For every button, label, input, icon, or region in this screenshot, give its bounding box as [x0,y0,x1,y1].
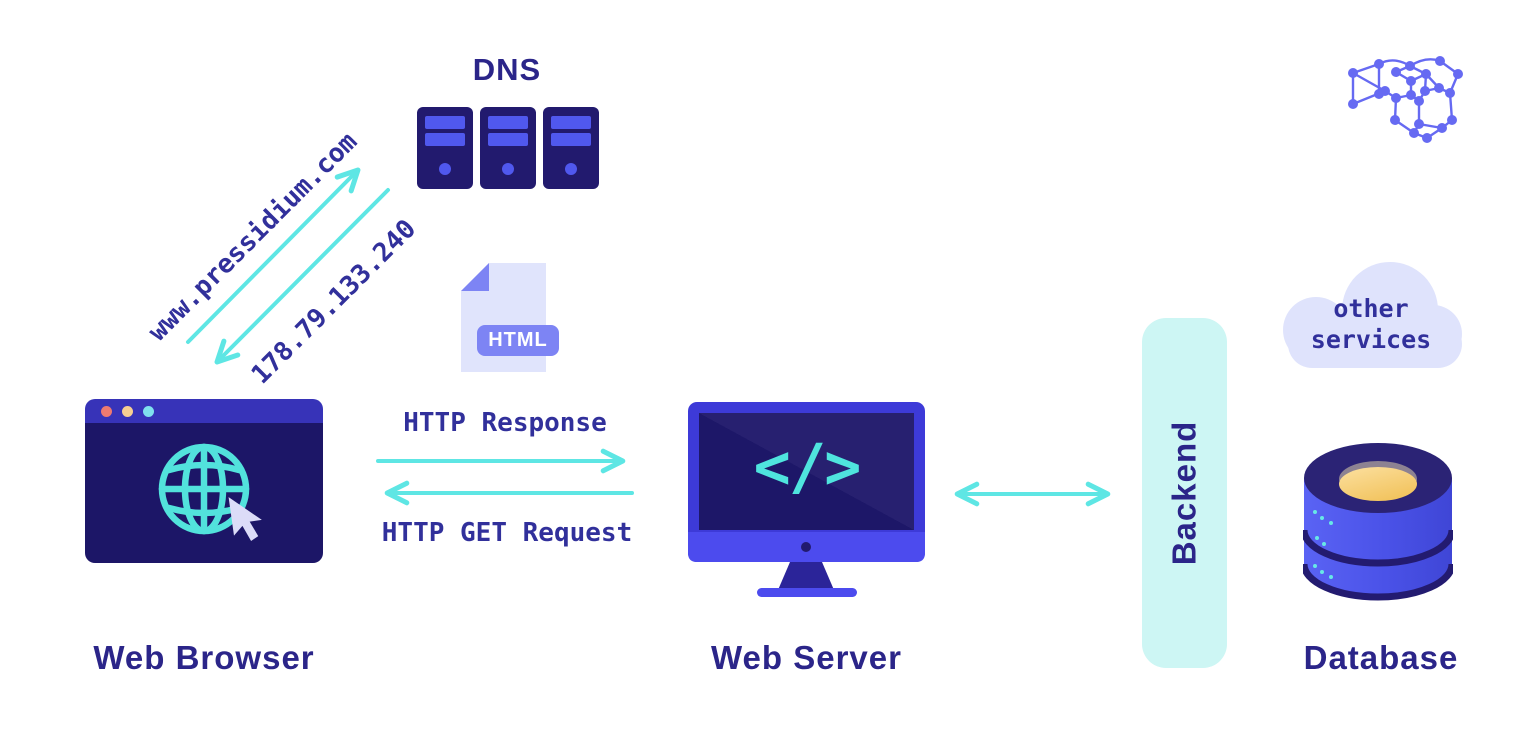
network-lattice-icon [1348,56,1463,143]
html-badge: HTML [477,325,559,356]
server-label: Web Server [711,639,902,676]
window-dot-cyan-icon [143,405,154,417]
backend-pill: Backend [1142,318,1227,668]
server-backend-arrow [954,481,1111,507]
database-icon [1303,443,1453,601]
http-request-text: HTTP GET Request [381,518,633,548]
http-arrows [376,448,634,506]
cursor-icon [228,497,262,542]
html-file-icon [461,263,546,372]
cloud-line1: other [1333,294,1409,323]
http-response-text: HTTP Response [403,408,607,438]
cloud-icon [1283,262,1462,368]
database-label: Database [1303,639,1459,676]
monitor-icon [688,402,925,597]
browser-titlebar [85,399,323,423]
code-icon: </> [753,430,862,503]
dns-label: DNS [472,52,542,87]
globe-icon [158,443,250,535]
cloud-services-text: other services [1276,293,1466,355]
backend-label: Backend [1165,420,1203,566]
dns-arrows [186,167,390,365]
cloud-line2: services [1310,325,1432,354]
window-dot-yellow-icon [122,405,133,417]
browser-label: Web Browser [93,639,315,676]
window-dot-red-icon [101,405,112,417]
dns-server-icon [417,107,599,189]
